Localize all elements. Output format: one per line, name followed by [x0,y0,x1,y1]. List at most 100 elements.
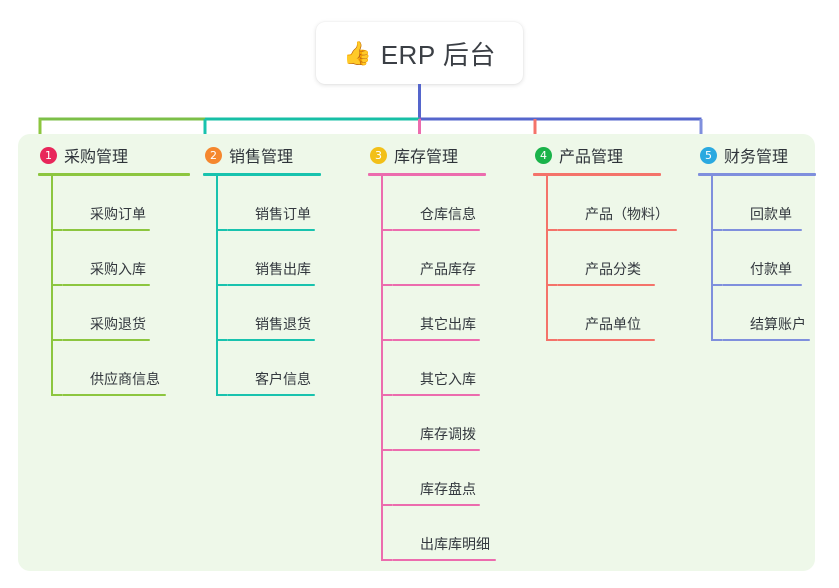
branch-header-3[interactable]: 3 库存管理 [368,142,486,168]
branch-item-underline [557,229,677,231]
branch-item[interactable]: 产品单位 [547,286,661,341]
branch-item-label: 库存盘点 [420,481,476,497]
branch-item-underline [557,284,655,286]
branch-item-list: 采购订单采购入库采购退货供应商信息 [38,176,190,396]
branch-title: 采购管理 [64,149,129,166]
branch-item-label: 供应商信息 [90,371,160,387]
branch-header-rule [38,173,190,176]
branch-item[interactable]: 回款单 [712,176,816,231]
branch-header-rule [203,173,321,176]
branch-item-label: 付款单 [750,261,792,277]
branch-item-list: 回款单付款单结算账户 [698,176,816,341]
branch-item-underline [62,339,150,341]
branch-item-underline [227,394,315,396]
branch-item-underline [392,449,480,451]
branch-item[interactable]: 结算账户 [712,286,816,341]
branch-item[interactable]: 供应商信息 [52,341,190,396]
branch-number-badge: 2 [205,146,222,164]
branch-spine [546,176,548,341]
branch-title: 库存管理 [394,149,459,166]
branch-item-tick [382,559,392,561]
branch-item-label: 回款单 [750,206,792,222]
branch-item[interactable]: 采购订单 [52,176,190,231]
branch-number-badge: 5 [700,146,717,164]
branch-item-tick [382,394,392,396]
branch-item-label: 其它入库 [420,371,476,387]
branch-item-tick [382,449,392,451]
branch-item-underline [392,284,480,286]
branch-item-tick [217,229,227,231]
branch-item-underline [722,339,810,341]
branch-item-tick [712,339,722,341]
branch-spine [51,176,53,396]
branch-item-label: 仓库信息 [420,206,476,222]
branch-item-tick [217,339,227,341]
branch-item-tick [52,339,62,341]
branch-item-underline [392,229,480,231]
branch-item-underline [722,284,802,286]
branch-item-tick [712,284,722,286]
branch-spine [711,176,713,341]
branch-item-underline [392,504,480,506]
branch-item[interactable]: 产品分类 [547,231,661,286]
branch-item[interactable]: 采购入库 [52,231,190,286]
branch-item-tick [547,229,557,231]
branch-item-underline [722,229,802,231]
branch-item[interactable]: 销售退货 [217,286,321,341]
branch-item-label: 采购订单 [90,206,146,222]
branch-item[interactable]: 付款单 [712,231,816,286]
branch-item[interactable]: 其它出库 [382,286,486,341]
branch-item-label: 采购退货 [90,316,146,332]
branch-item-list: 仓库信息产品库存其它出库其它入库库存调拨库存盘点出库库明细 [368,176,496,561]
branches-panel [18,134,815,571]
branch-item-tick [217,284,227,286]
branch-item-list: 销售订单销售出库销售退货客户信息 [203,176,321,396]
branch-item-label: 采购入库 [90,261,146,277]
branch-item-label: 销售出库 [255,261,311,277]
branch-item-underline [392,339,480,341]
branch-item-label: 其它出库 [420,316,476,332]
branch-item[interactable]: 客户信息 [217,341,321,396]
branch-item[interactable]: 库存盘点 [382,451,486,506]
branch-item-label: 产品单位 [585,316,641,332]
branch-number-badge: 3 [370,146,387,164]
branch-item-underline [227,339,315,341]
branch-item[interactable]: 出库库明细 [382,506,496,561]
branch-spine [381,176,383,561]
branch-item-tick [382,229,392,231]
branch-item[interactable]: 产品库存 [382,231,486,286]
branch-item[interactable]: 销售出库 [217,231,321,286]
branch-item-label: 产品（物料） [585,206,669,222]
branch-item[interactable]: 库存调拨 [382,396,486,451]
branch-header-2[interactable]: 2 销售管理 [203,142,321,168]
branch-item-label: 产品分类 [585,261,641,277]
branch-item[interactable]: 销售订单 [217,176,321,231]
branch-title: 销售管理 [229,149,294,166]
branch-item[interactable]: 仓库信息 [382,176,486,231]
branch-item-label: 销售退货 [255,316,311,332]
branch-item-tick [52,229,62,231]
branch-item[interactable]: 采购退货 [52,286,190,341]
branch-item[interactable]: 其它入库 [382,341,486,396]
branch-item[interactable]: 产品（物料） [547,176,677,231]
branch-item-tick [217,394,227,396]
branch-item-label: 结算账户 [750,316,806,332]
branch-item-tick [382,339,392,341]
branch-item-underline [62,229,150,231]
thumbs-up-icon: 👍 [343,39,372,66]
branch-column-3: 3 库存管理仓库信息产品库存其它出库其它入库库存调拨库存盘点出库库明细 [368,142,496,561]
branch-item-list: 产品（物料） 产品分类产品单位 [533,176,677,341]
branch-item-underline [557,339,655,341]
branch-spine [216,176,218,396]
root-title: ERP 后台 [380,39,496,70]
branch-item-tick [52,284,62,286]
branch-item-underline [392,559,496,561]
branch-item-underline [62,394,166,396]
root-node[interactable]: 👍 ERP 后台 [316,22,523,84]
branch-item-underline [392,394,480,396]
